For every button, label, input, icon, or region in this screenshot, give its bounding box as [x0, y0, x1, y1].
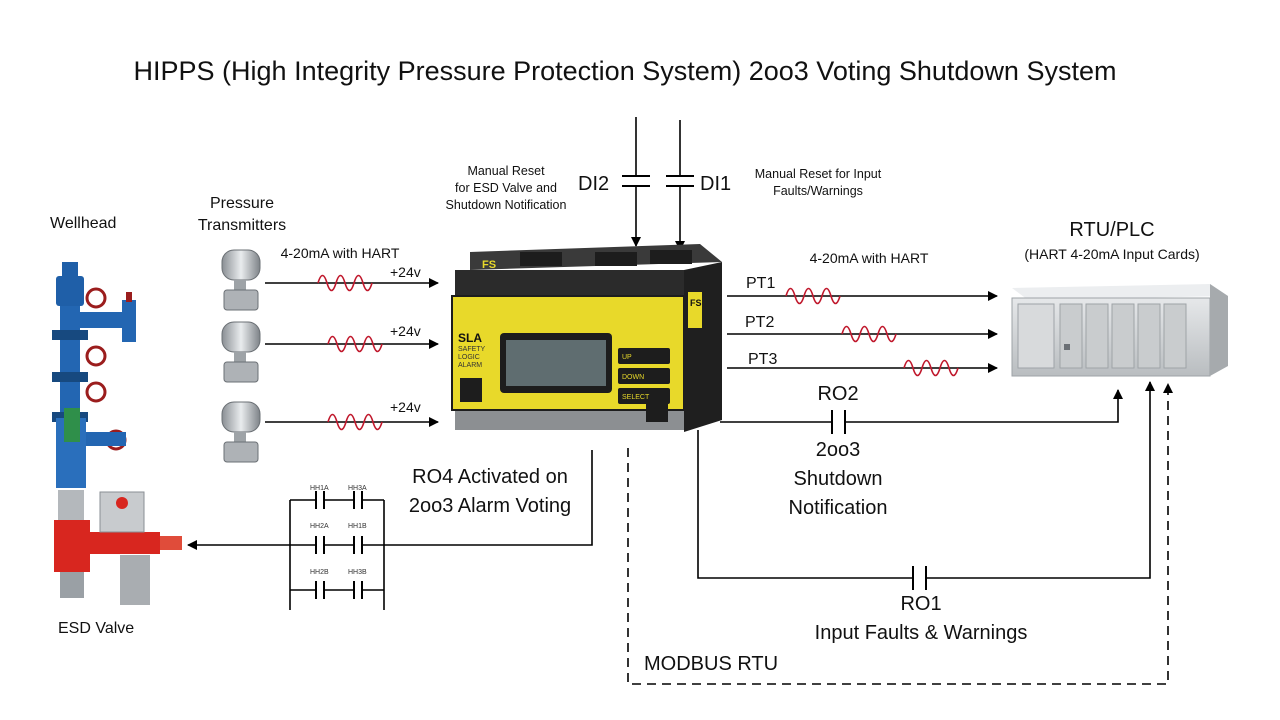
device-btn-down: DOWN [622, 374, 644, 381]
ro2-line-right [845, 389, 1123, 423]
ro2-label: RO2 [817, 383, 858, 405]
rtu-plc-illustration [1011, 284, 1228, 377]
input-faults-label: Input Faults & Warnings [815, 622, 1028, 644]
pt1-input-wave [317, 274, 373, 292]
pt2-label: PT2 [745, 314, 774, 331]
hh3b-label: HH3B [348, 569, 367, 576]
hart-output-label: 4-20mA with HART [810, 250, 929, 266]
rtu-plc-label: RTU/PLC [1069, 219, 1154, 241]
pt1-label: PT1 [746, 275, 775, 292]
manual-reset-esd-line2: for ESD Valve and [455, 181, 557, 195]
hh3a-label: HH3A [348, 485, 367, 492]
v24-label-3: +24v [390, 399, 421, 415]
di1-label: DI1 [700, 173, 731, 195]
device-btn-up: UP [622, 354, 632, 361]
v24-label-2: +24v [390, 323, 421, 339]
ro4-label-line1: RO4 Activated on [412, 466, 568, 488]
pt2-output-wave [841, 325, 897, 343]
hh1b-label: HH1B [348, 523, 367, 530]
ro1-line-right [926, 381, 1155, 579]
device-brand: FS [482, 259, 496, 271]
ro4-label-line2: 2oo3 Alarm Voting [409, 495, 571, 517]
esd-valve-label: ESD Valve [58, 620, 134, 637]
shutdown-notification-line1: 2oo3 [816, 439, 861, 461]
shutdown-notification-line3: Notification [789, 497, 888, 519]
voting-ladder [289, 491, 385, 610]
hh1a-label: HH1A [310, 485, 329, 492]
pt3-output-wave [903, 359, 959, 377]
device-model-sub2: LOGIC [458, 354, 480, 361]
pt1-output-wave [785, 287, 841, 305]
rtu-input-cards-label: (HART 4-20mA Input Cards) [1024, 246, 1199, 262]
hh2a-label: HH2A [310, 523, 329, 530]
pt2-input-wave [327, 335, 383, 353]
di2-label: DI2 [578, 173, 609, 195]
ro1-line-left [697, 430, 913, 579]
pressure-transmitter-1 [221, 249, 261, 311]
manual-reset-esd-line3: Shutdown Notification [446, 198, 567, 212]
manual-reset-input-line2: Faults/Warnings [773, 184, 863, 198]
esd-valve-illustration [54, 490, 182, 605]
ro1-label: RO1 [900, 593, 941, 615]
pt3-label: PT3 [748, 351, 777, 368]
manual-reset-esd-line1: Manual Reset [467, 164, 545, 178]
v24-label-1: +24v [390, 264, 421, 280]
device-side-label: FS [690, 298, 702, 308]
wellhead-illustration [52, 262, 136, 488]
modbus-label: MODBUS RTU [644, 653, 778, 675]
device-model-sub1: SAFETY [458, 346, 486, 353]
hh2b-label: HH2B [310, 569, 329, 576]
pressure-transmitter-2 [221, 321, 261, 383]
manual-reset-input-line1: Manual Reset for Input [755, 167, 882, 181]
pressure-transmitter-3 [221, 401, 261, 463]
device-model: SLA [458, 331, 482, 345]
wellhead-label: Wellhead [50, 215, 116, 232]
pressure-transmitters-label-line2: Transmitters [198, 217, 286, 234]
ro4-output-line [384, 450, 593, 546]
pressure-transmitters-label-line1: Pressure [210, 195, 274, 212]
device-model-sub3: ALARM [458, 362, 482, 369]
device-btn-select: SELECT [622, 394, 650, 401]
diagram-title: HIPPS (High Integrity Pressure Protectio… [134, 56, 1117, 86]
shutdown-notification-line2: Shutdown [794, 468, 883, 490]
sla-device [451, 244, 722, 432]
pt3-input-wave [327, 413, 383, 431]
hart-input-label: 4-20mA with HART [281, 245, 400, 261]
